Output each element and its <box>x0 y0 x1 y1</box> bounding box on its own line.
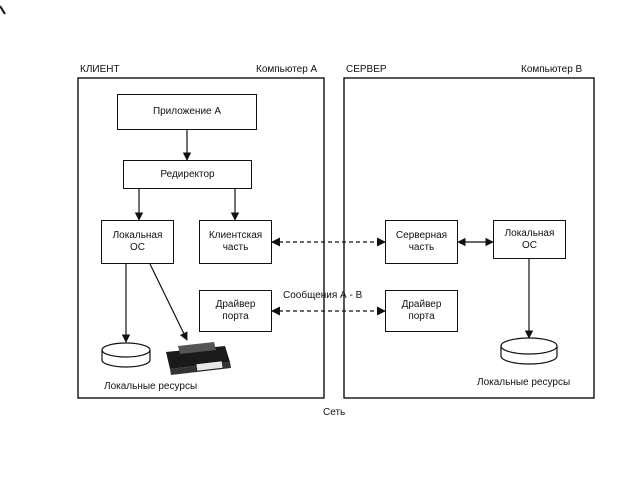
client-local-os-box: Локальная ОС <box>101 220 174 264</box>
server-title: СЕРВЕР <box>346 64 387 75</box>
client-computer-label: Компьютер А <box>256 64 318 75</box>
server-local-os-line1: Локальная <box>504 227 555 239</box>
client-port-driver-line1: Драйвер <box>215 299 256 310</box>
corner-mark <box>0 5 6 15</box>
network-label: Сеть <box>323 407 346 418</box>
application-box: Приложение А <box>117 94 257 130</box>
client-title: КЛИЕНТ <box>80 64 120 75</box>
client-resources-label: Локальные ресурсы <box>104 381 198 392</box>
client-part-line1: Клиентская <box>208 230 263 241</box>
server-port-driver-box: Драйвер порта <box>385 290 458 332</box>
messages-label: Сообщения А - В <box>283 290 363 301</box>
client-disk-icon <box>101 342 151 368</box>
server-part-line1: Серверная <box>395 230 448 241</box>
application-box-label: Приложение А <box>152 106 222 117</box>
client-port-driver-line2: порта <box>222 311 249 322</box>
client-port-driver-box: Драйвер порта <box>199 290 272 332</box>
arrow-local-os-to-printer <box>149 263 188 341</box>
client-local-os-line2: ОС <box>129 242 145 253</box>
redirector-box-label: Редиректор <box>160 168 215 180</box>
printer-icon <box>166 342 231 375</box>
client-part-box: Клиентская часть <box>199 220 272 264</box>
server-resources-label: Локальные ресурсы <box>477 377 571 388</box>
server-computer-label: Компьютер В <box>521 64 583 75</box>
server-port-driver-line1: Драйвер <box>401 299 442 310</box>
client-part-line2: часть <box>222 242 249 253</box>
server-disk-icon <box>500 337 558 365</box>
server-part-box: Серверная часть <box>385 220 458 264</box>
server-part-line2: часть <box>408 242 435 253</box>
server-local-os-line2: ОС <box>521 239 537 251</box>
server-port-driver-line2: порта <box>408 311 435 322</box>
redirector-box: Редиректор <box>123 160 252 189</box>
client-local-os-line1: Локальная <box>112 230 163 241</box>
server-local-os-box: Локальная ОС <box>493 220 566 259</box>
